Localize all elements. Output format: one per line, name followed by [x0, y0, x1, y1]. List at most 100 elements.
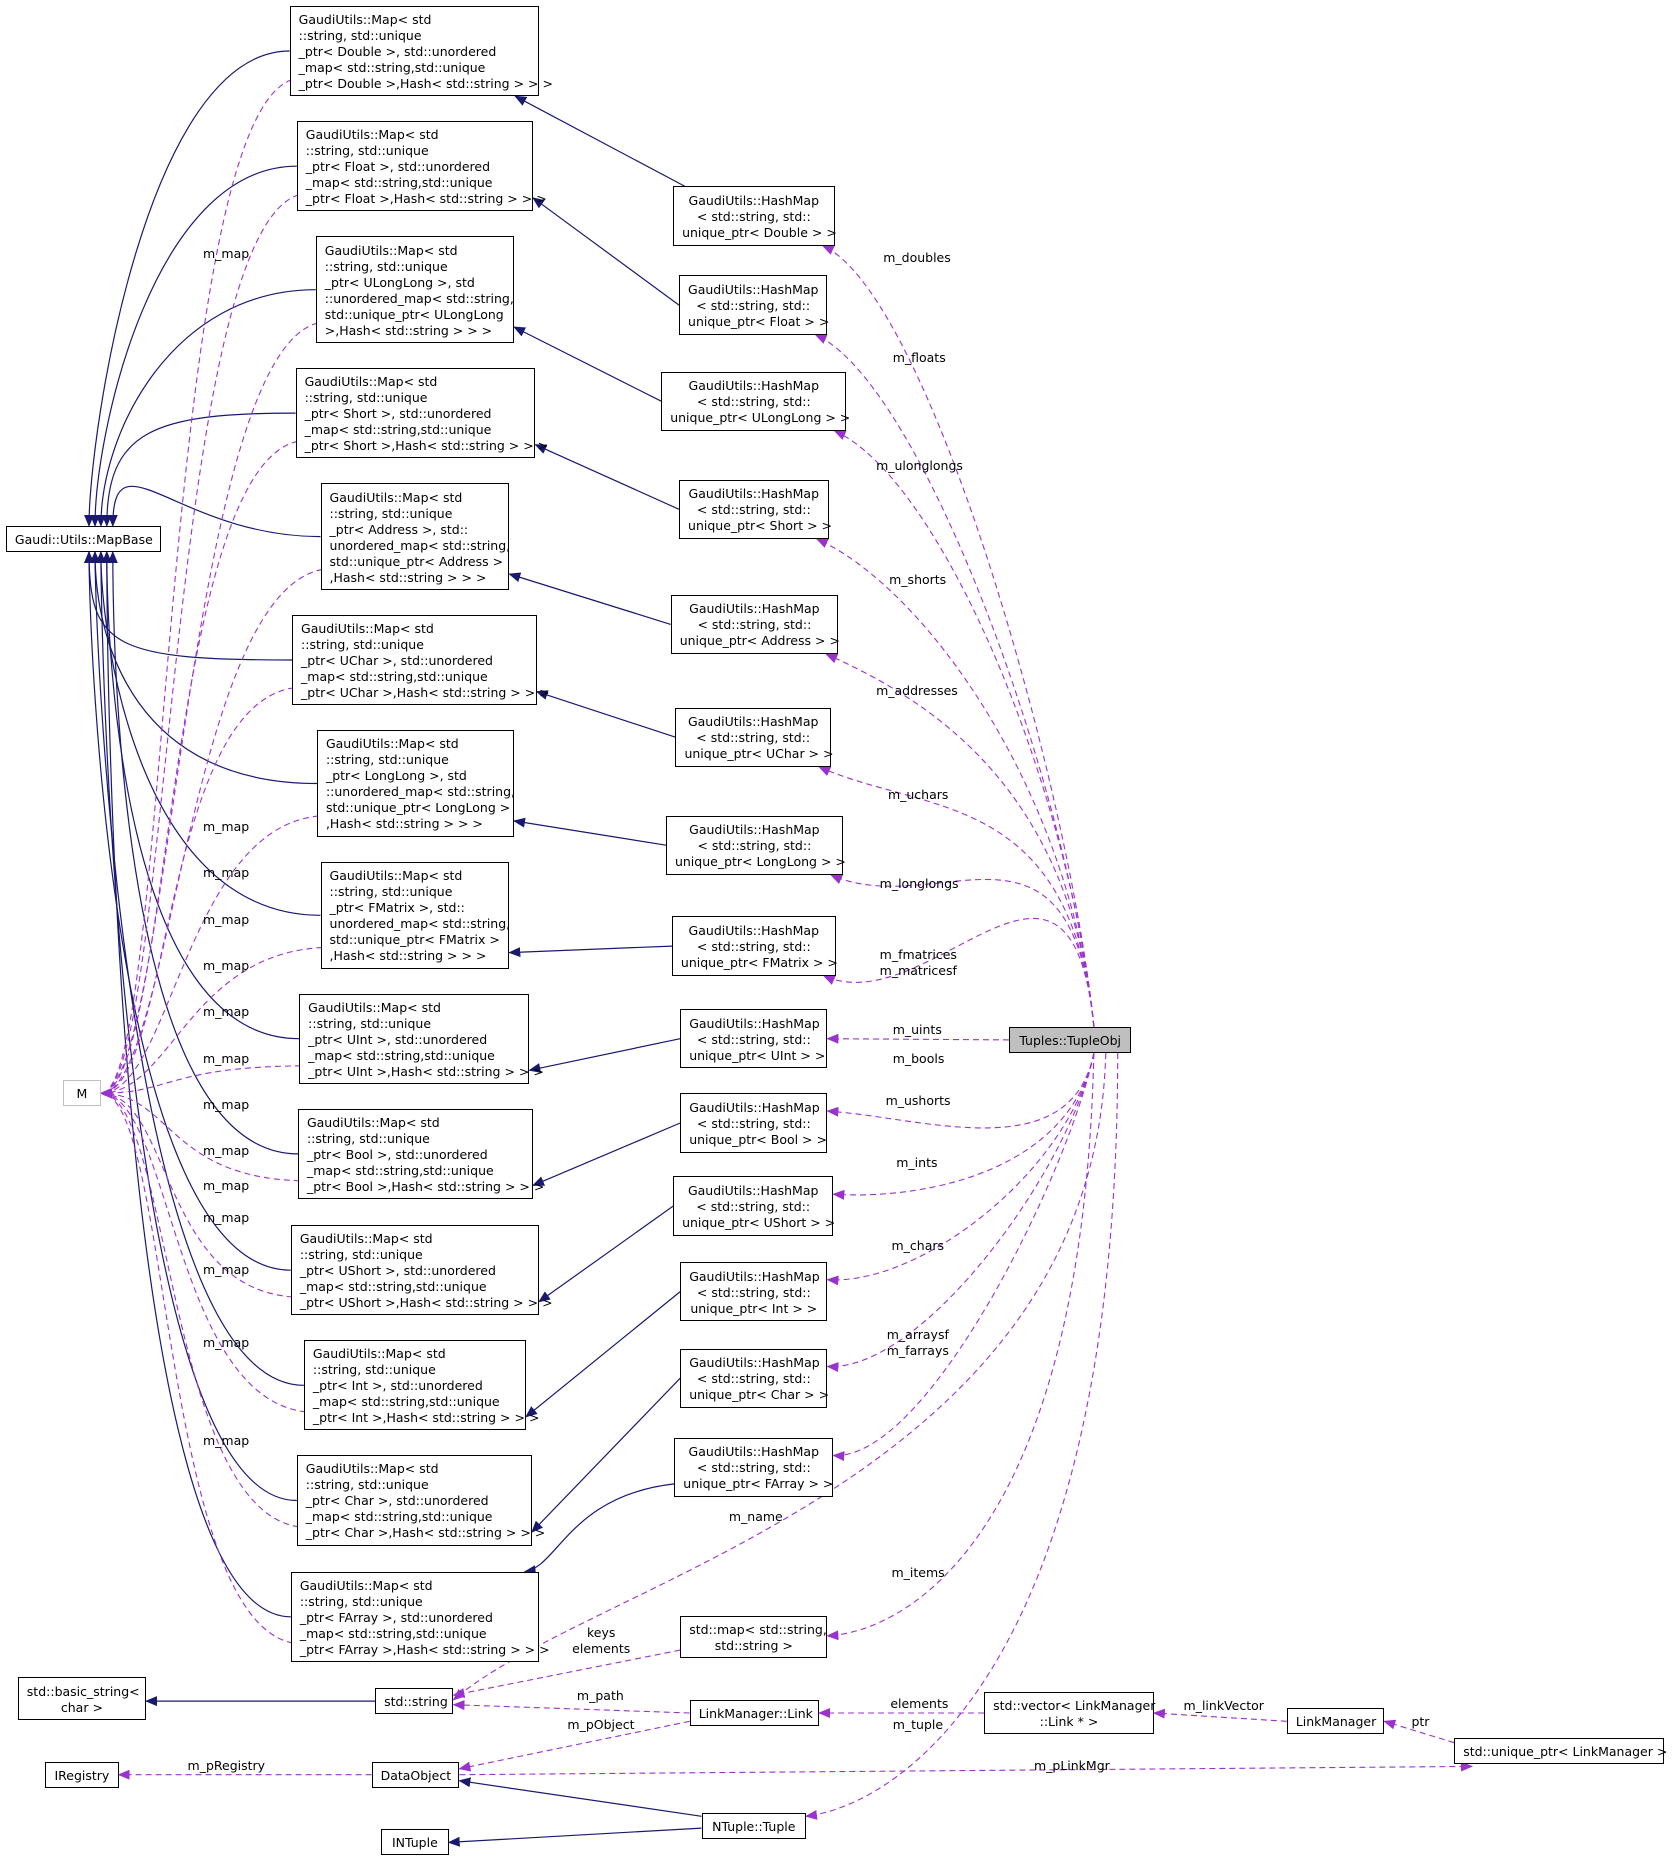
node-label-line: GaudiUtils::HashMap	[689, 1015, 820, 1031]
node-label-line: GaudiUtils::HashMap	[687, 714, 819, 730]
node-label-line: std::unique_ptr< ULongLong	[324, 306, 504, 322]
edge-label: m_arraysf m_farrays	[886, 1327, 949, 1359]
node-label-line: unordered_map< std::string,	[329, 916, 511, 932]
node-label-line: _ptr< Char >,Hash< std::string > > >	[305, 1525, 546, 1541]
node-ntuple-tuple[interactable]: NTuple::Tuple	[701, 1812, 807, 1839]
node-map-char[interactable]: GaudiUtils::Map< std::string, std::uniqu…	[296, 1455, 546, 1546]
member-edge	[1152, 1708, 1287, 1722]
node-basic-string[interactable]: std::basic_string<char >	[17, 1677, 146, 1721]
node-label-line: GaudiUtils::Map< std	[305, 1461, 439, 1477]
node-hm-fmatrix[interactable]: GaudiUtils::HashMap< std::string, std::u…	[671, 916, 838, 976]
node-vector-link[interactable]: std::vector< LinkManager::Link * >	[984, 1691, 1155, 1735]
node-iregistry[interactable]: IRegistry	[45, 1761, 119, 1788]
member-edge	[826, 1052, 1095, 1286]
node-hm-longlong[interactable]: GaudiUtils::HashMap< std::string, std::u…	[665, 815, 846, 875]
node-hm-int[interactable]: GaudiUtils::HashMap< std::string, std::u…	[680, 1261, 828, 1322]
node-map-uchar[interactable]: GaudiUtils::Map< std::string, std::uniqu…	[292, 614, 550, 706]
node-map-fmatrix[interactable]: GaudiUtils::Map< std::string, std::uniqu…	[320, 861, 511, 969]
edge-label: m_pRegistry	[187, 1758, 266, 1774]
node-map-longlong[interactable]: GaudiUtils::Map< std::string, std::uniqu…	[316, 730, 515, 837]
member-edge	[99, 686, 304, 1099]
node-label-line: GaudiUtils::Map< std	[308, 999, 441, 1015]
node-map-float[interactable]: GaudiUtils::Map< std::string, std::uniqu…	[296, 121, 547, 212]
inherit-edge	[95, 551, 297, 1502]
node-label-line: std::unique_ptr< FMatrix >	[329, 932, 500, 948]
node-label-line: _ptr< Int >, std::unordered	[312, 1378, 483, 1394]
node-label-line: ::string, std::unique	[306, 1130, 430, 1146]
node-label-line: _map< std::string,std::unique	[308, 1047, 495, 1063]
node-hm-farray[interactable]: GaudiUtils::HashMap< std::string, std::u…	[674, 1437, 833, 1497]
node-label-line: unique_ptr< Address > >	[679, 633, 840, 649]
node-map-uint[interactable]: GaudiUtils::Map< std::string, std::uniqu…	[299, 993, 544, 1084]
member-edge	[99, 439, 308, 1099]
node-map-address[interactable]: GaudiUtils::Map< std::string, std::uniqu…	[320, 483, 511, 590]
node-label-line: GaudiUtils::HashMap	[688, 282, 819, 298]
node-map-ulonglong[interactable]: GaudiUtils::Map< std::string, std::uniqu…	[315, 236, 514, 344]
node-label-line: ::unordered_map< std::string,	[325, 784, 515, 800]
node-label-line: _ptr< Float >,Hash< std::string > > >	[305, 191, 547, 207]
node-label-line: DataObject	[380, 1767, 452, 1783]
edge-label: m_shorts	[889, 572, 947, 588]
node-m[interactable]: M	[62, 1080, 101, 1107]
node-hm-char[interactable]: GaudiUtils::HashMap< std::string, std::u…	[680, 1348, 829, 1408]
edge-label-m-map: m_map	[202, 1209, 250, 1225]
member-edge	[818, 766, 1095, 1027]
node-stdstring[interactable]: std::string	[375, 1688, 454, 1715]
node-stdmap[interactable]: std::map< std::string,std::string >	[680, 1615, 828, 1659]
node-label-line: Tuples::TupleObj	[1019, 1032, 1122, 1048]
node-map-ushort[interactable]: GaudiUtils::Map< std::string, std::uniqu…	[290, 1225, 553, 1316]
node-hm-ushort[interactable]: GaudiUtils::HashMap< std::string, std::u…	[673, 1176, 835, 1236]
node-hm-address[interactable]: GaudiUtils::HashMap< std::string, std::u…	[670, 594, 840, 655]
node-dataobject[interactable]: DataObject	[371, 1761, 460, 1788]
node-map-bool[interactable]: GaudiUtils::Map< std::string, std::uniqu…	[297, 1108, 545, 1199]
node-map-double[interactable]: GaudiUtils::Map< std::string, std::uniqu…	[289, 5, 553, 97]
member-edge	[826, 1033, 1010, 1044]
node-linkmgr-link[interactable]: LinkManager::Link	[689, 1699, 820, 1727]
edge-label: m_ulonglongs	[876, 458, 963, 474]
node-label-line: >,Hash< std::string > > >	[324, 322, 493, 338]
inherit-edge	[84, 551, 291, 1271]
node-label-line: unordered_map< std::string,	[329, 537, 511, 553]
inherit-edge	[95, 551, 321, 916]
node-label-line: _map< std::string,std::unique	[301, 669, 488, 685]
edge-label: m_bools	[892, 1050, 945, 1066]
node-label-line: ,Hash< std::string > > >	[329, 948, 487, 964]
node-hm-float[interactable]: GaudiUtils::HashMap< std::string, std::u…	[679, 275, 830, 335]
node-hm-uchar[interactable]: GaudiUtils::HashMap< std::string, std::u…	[675, 707, 833, 767]
node-intuple[interactable]: INTuple	[381, 1829, 449, 1856]
node-hm-short[interactable]: GaudiUtils::HashMap< std::string, std::u…	[679, 479, 832, 539]
edge-label: m_path	[576, 1688, 624, 1704]
node-label-line: ::string, std::unique	[304, 390, 428, 406]
node-tupleobj[interactable]: Tuples::TupleObj	[1009, 1026, 1132, 1053]
node-label-line: < std::string, std::	[696, 298, 811, 314]
node-mapbase[interactable]: Gaudi::Utils::MapBase	[5, 525, 162, 552]
inherit-edge	[508, 572, 671, 625]
edge-label-m-map: m_map	[202, 1335, 250, 1351]
node-hm-double[interactable]: GaudiUtils::HashMap< std::string, std::u…	[673, 186, 837, 246]
node-unique-linkmgr[interactable]: std::unique_ptr< LinkManager >	[1454, 1737, 1668, 1765]
node-label-line: _ptr< Short >,Hash< std::string > > >	[304, 438, 549, 454]
node-label-line: std::unique_ptr< LinkManager >	[1463, 1743, 1668, 1759]
node-map-farray[interactable]: GaudiUtils::Map< std::string, std::uniqu…	[290, 1571, 550, 1662]
inherit-edge	[534, 444, 680, 510]
node-hm-uint[interactable]: GaudiUtils::HashMap< std::string, std::u…	[680, 1009, 828, 1069]
member-edge	[826, 1052, 1095, 1641]
node-label-line: GaudiUtils::HashMap	[688, 486, 820, 502]
node-linkmanager[interactable]: LinkManager	[1286, 1708, 1385, 1735]
edge-label-m-map: m_map	[202, 865, 250, 881]
edge-label: m_ushorts	[885, 1093, 951, 1109]
node-label-line: ::string, std::unique	[305, 143, 429, 159]
node-map-int[interactable]: GaudiUtils::Map< std::string, std::uniqu…	[303, 1340, 539, 1431]
node-label-line: std::string >	[714, 1638, 793, 1653]
node-label-line: ::string, std::unique	[305, 1477, 429, 1493]
node-label-line: _ptr< Bool >,Hash< std::string > > >	[306, 1178, 545, 1194]
node-hm-bool[interactable]: GaudiUtils::HashMap< std::string, std::u…	[680, 1093, 828, 1153]
edge-label-m-map: m_map	[202, 1004, 250, 1020]
node-hm-ulonglong[interactable]: GaudiUtils::HashMap< std::string, std::u…	[661, 371, 850, 431]
node-label-line: GaudiUtils::Map< std	[305, 127, 439, 143]
node-label-line: unique_ptr< Float > >	[688, 314, 830, 330]
node-label-line: GaudiUtils::Map< std	[312, 1346, 446, 1362]
inherit-edge	[523, 1483, 675, 1576]
node-map-short[interactable]: GaudiUtils::Map< std::string, std::uniqu…	[295, 368, 549, 459]
member-edge	[99, 1088, 310, 1182]
